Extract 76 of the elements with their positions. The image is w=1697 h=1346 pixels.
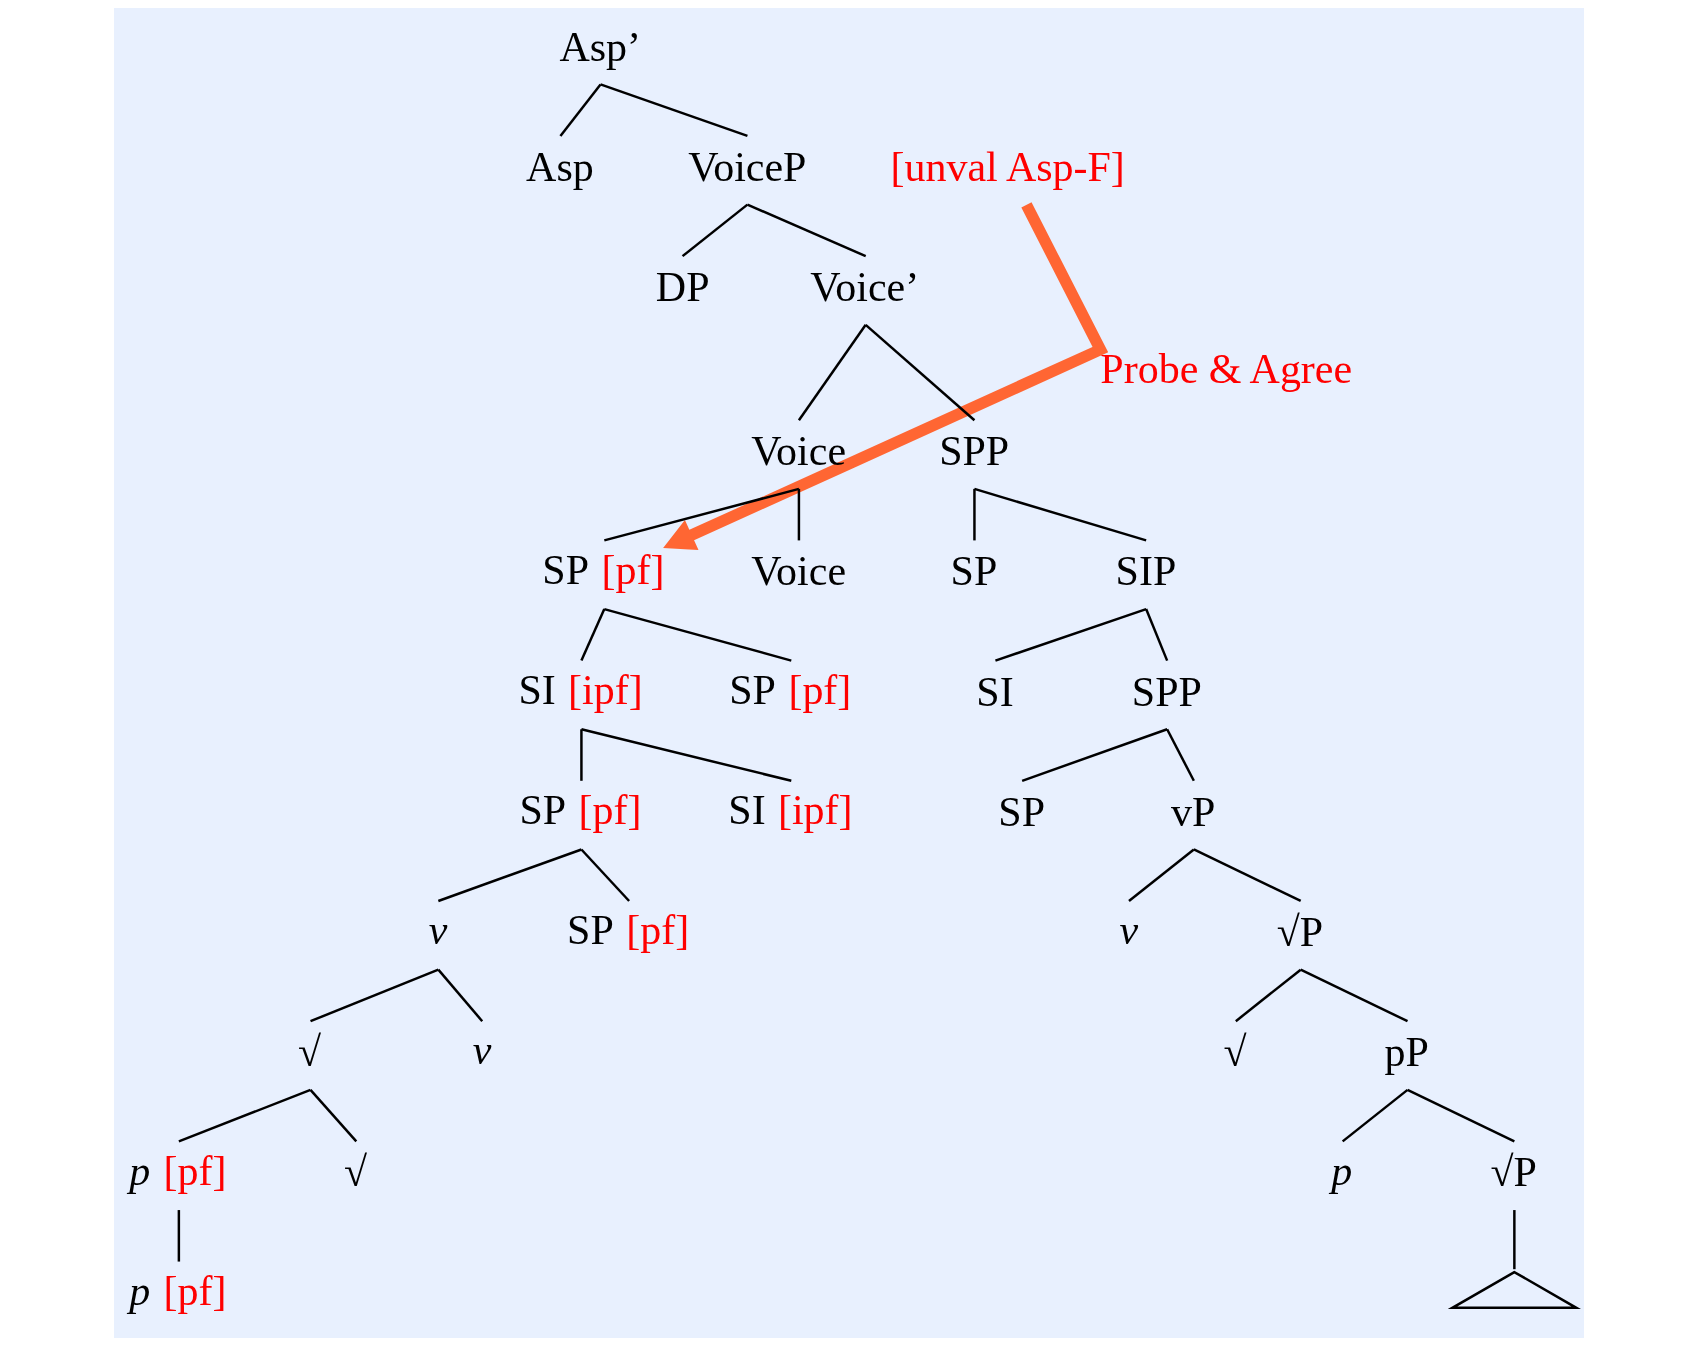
node-text: SP [950,548,997,595]
connector [797,488,800,541]
node-text: vP [1170,788,1215,835]
node-text: DP [655,264,709,311]
connector [1234,968,1301,1023]
node-text: SI [975,668,1014,715]
connector [1406,1088,1515,1143]
connector [436,968,483,1022]
node-text: p [128,1147,150,1194]
node-text: Voice [750,428,846,475]
connector [580,728,792,782]
node-triangle [1447,1270,1581,1310]
node-label: [pf] [578,786,641,833]
connector [972,488,976,541]
connector [797,324,867,421]
node-label: [pf] [163,1147,227,1194]
connector [1341,1088,1408,1143]
node-text: √P [1276,909,1323,956]
node-text: v [472,1027,491,1074]
node-text: SP [728,666,776,713]
node-label: [pf] [600,546,664,593]
connector [994,607,1147,662]
node-text: SI [517,666,556,713]
connector [309,1089,357,1143]
node-text: VoiceP [687,143,806,190]
node-text: p [128,1267,150,1314]
connector [1144,608,1168,662]
node-text: SPP [938,428,1009,475]
connector [973,487,1146,542]
node-text: Asp [525,143,594,190]
connector [309,968,439,1023]
connector [1299,968,1408,1023]
node-label: [pf] [625,907,689,954]
node-text: v [1118,907,1138,954]
connector [558,83,601,137]
connector [437,848,582,903]
node-text: √P [1490,1149,1537,1196]
connector [579,608,605,662]
connector [603,607,792,662]
arrow [662,202,1106,551]
node-text: SP [566,907,614,954]
connector [579,729,583,781]
node-text: √ [297,1029,321,1076]
edge-label: Probe & Agree [1099,346,1352,393]
connector [1192,848,1301,903]
node-text: Asp’ [558,23,641,70]
connector [599,83,748,138]
connector [177,1088,311,1143]
node-label: [pf] [787,666,851,713]
node-text: Voice’ [809,264,919,311]
connector [1127,848,1195,902]
node-text: p [1330,1147,1352,1194]
node-text: √ [1222,1029,1246,1076]
connector [177,1210,180,1262]
node-label: [pf] [163,1267,227,1314]
node-text: √ [343,1149,367,1196]
connector [681,203,748,258]
node-text: SP [518,786,566,833]
connector [864,323,975,422]
node-text: SI [727,786,766,833]
connector [580,848,630,902]
connector [1512,1210,1516,1270]
node-text: Voice [750,548,846,595]
connector [603,487,799,542]
node-text: pP [1384,1029,1429,1076]
node-label: [ipf] [777,786,853,833]
node-text: SP [541,546,589,593]
connector [746,203,866,258]
node-text: SIP [1115,548,1176,595]
node-text: v [428,907,447,954]
node-label: [ipf] [567,666,643,713]
node-text: SP [997,788,1045,835]
connector [1165,728,1195,782]
connector [1021,728,1168,782]
node-text: [unval Asp-F] [890,143,1125,190]
node-text: SPP [1131,668,1202,715]
